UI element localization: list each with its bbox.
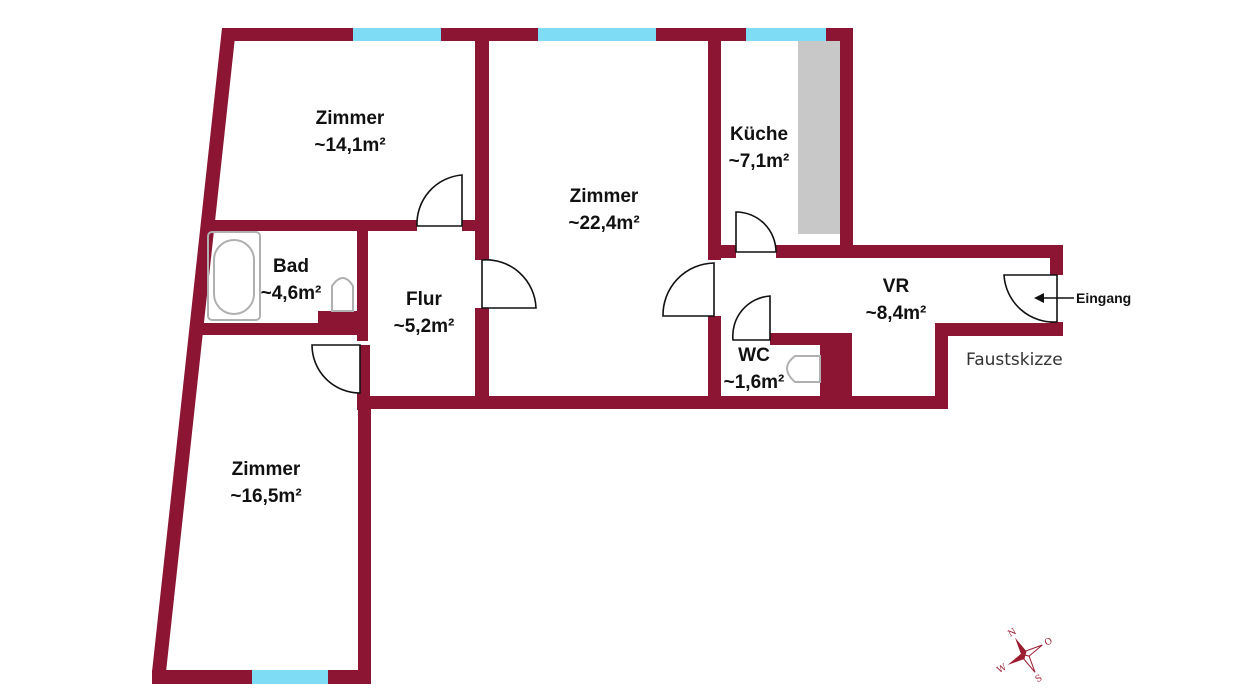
window (353, 28, 441, 41)
room-name: Zimmer (232, 459, 301, 480)
kitchen-counter (798, 41, 840, 234)
window (746, 28, 826, 41)
room-wc: WC ~1,6m² (724, 345, 785, 393)
room-name: Zimmer (316, 108, 385, 129)
toilet-bad (331, 277, 354, 312)
windows (252, 28, 826, 684)
room-area: ~16,5m² (230, 486, 301, 507)
room-flur: Flur ~5,2m² (394, 289, 455, 337)
compass-w: W (996, 662, 1010, 676)
room-area: ~7,1m² (729, 151, 790, 172)
room-name: VR (883, 276, 910, 297)
room-name: Flur (406, 289, 442, 310)
room-name: Küche (730, 124, 788, 145)
room-area: ~14,1m² (314, 135, 385, 156)
walls (152, 28, 1063, 684)
room-kueche: Küche ~7,1m² (729, 124, 790, 172)
room-zimmer-top: Zimmer ~14,1m² (314, 108, 385, 156)
room-area: ~22,4m² (568, 213, 639, 234)
room-name: Zimmer (570, 186, 639, 207)
doors (311, 174, 1058, 394)
room-name: Bad (273, 256, 309, 277)
toilet-wc (786, 355, 821, 383)
compass-icon: N O S W (996, 627, 1055, 685)
room-zimmer-center: Zimmer ~22,4m² (568, 186, 639, 234)
room-zimmer-bottom: Zimmer ~16,5m² (230, 459, 301, 507)
window (538, 28, 656, 41)
bathtub (207, 231, 261, 321)
compass-o: O (1043, 636, 1054, 648)
entrance-arrow (1034, 293, 1074, 303)
room-vr: VR ~8,4m² (866, 276, 927, 324)
compass-s: S (1034, 673, 1044, 685)
entrance-label: Eingang (1076, 290, 1131, 306)
room-area: ~8,4m² (866, 303, 927, 324)
room-area: ~1,6m² (724, 372, 785, 393)
room-area: ~5,2m² (394, 316, 455, 337)
room-area: ~4,6m² (261, 283, 322, 304)
room-name: WC (738, 345, 770, 366)
window (252, 670, 328, 684)
room-bad: Bad ~4,6m² (261, 256, 322, 304)
sketch-note: Faustskizze (966, 350, 1063, 370)
compass-n: N (1007, 627, 1019, 640)
